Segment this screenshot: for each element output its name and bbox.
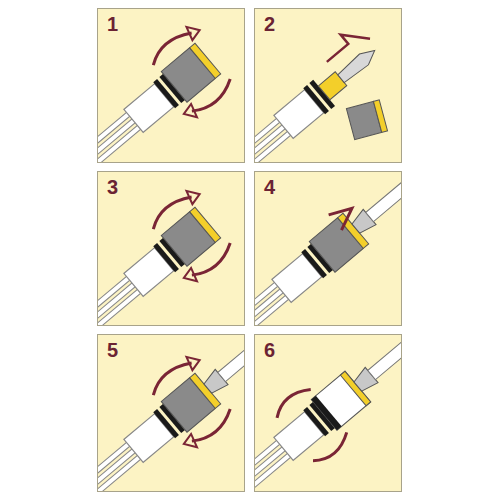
step-panel: 5 <box>97 334 245 492</box>
step-number: 2 <box>264 14 275 34</box>
step-number: 3 <box>107 177 118 197</box>
step-number: 5 <box>107 340 118 360</box>
step-panel: 6 <box>254 334 402 492</box>
step-number: 1 <box>107 14 118 34</box>
step-number: 6 <box>264 340 275 360</box>
step-panel: 4 <box>254 171 402 326</box>
step-panel: 3 <box>97 171 245 326</box>
step-panel: 1 <box>97 8 245 163</box>
step-panel: 2 <box>254 8 402 163</box>
step-number: 4 <box>264 177 275 197</box>
